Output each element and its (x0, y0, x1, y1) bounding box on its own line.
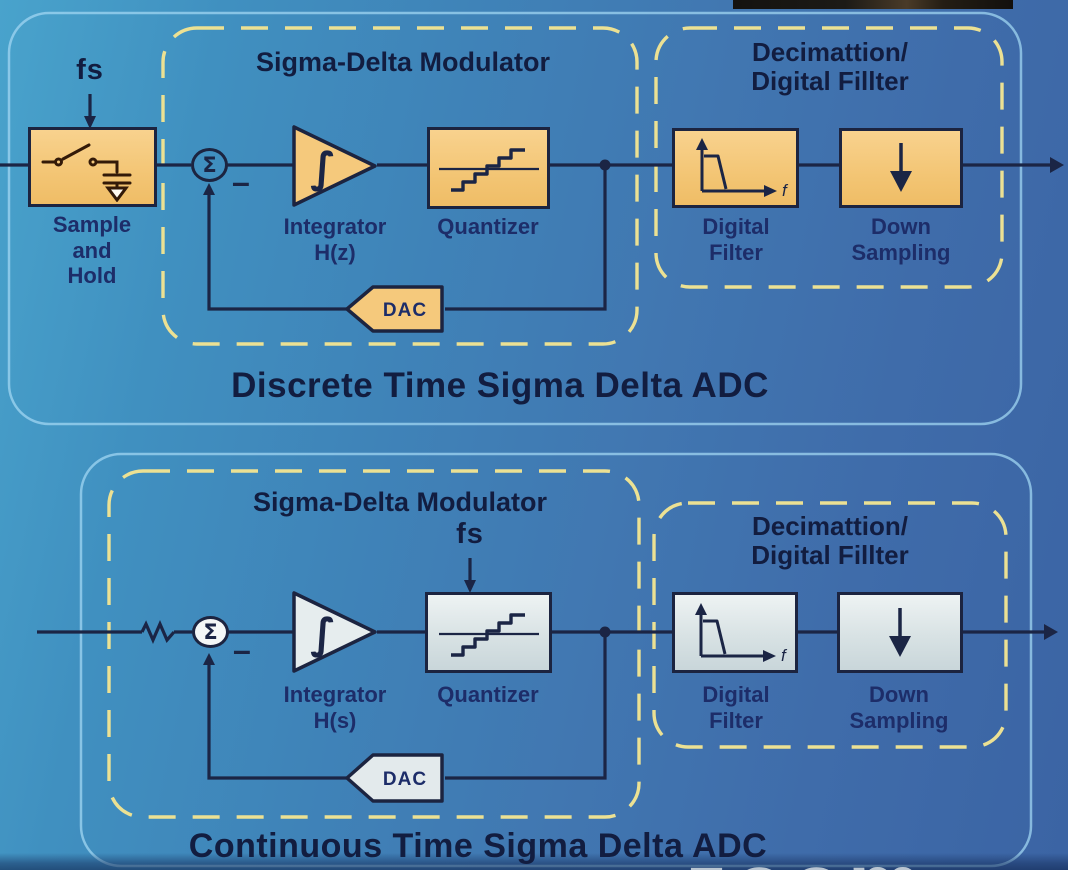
continuous-down-sampling-label: Down Sampling (831, 682, 967, 733)
discrete-modulator-dashed-box (161, 26, 639, 346)
discrete-feedback-arrowhead (203, 183, 215, 195)
continuous-quantizer-block (425, 592, 552, 673)
down-arrow-icon (890, 143, 912, 192)
discrete-sigma-symbol: Σ (202, 153, 217, 177)
continuous-summing-junction: Σ (192, 616, 229, 648)
continuous-decimation-title-line2: Digital Fillter (751, 540, 909, 571)
continuous-feedback-arrowhead (203, 653, 215, 665)
continuous-quantizer-label: Quantizer (437, 682, 539, 707)
discrete-integrator-block: ∫ (292, 125, 377, 207)
discrete-quantizer-block (427, 127, 550, 209)
continuous-integrator-label-line2: H(s) (313, 707, 357, 733)
discrete-fs-label: fs (76, 54, 104, 86)
discrete-decimation-title-line2: Digital Fillter (751, 66, 909, 97)
continuous-digital-filter-label-line2: Filter (709, 707, 763, 733)
discrete-panel-border (7, 11, 1023, 426)
discrete-output-arrowhead (1050, 157, 1064, 173)
discrete-integral-symbol: ∫ (310, 143, 336, 192)
discrete-fs-arrowhead (84, 116, 96, 129)
continuous-integral-symbol: ∫ (310, 609, 336, 658)
continuous-branch-dot (599, 626, 611, 638)
continuous-minus-sign: – (233, 632, 251, 668)
continuous-decimation-title-line1: Decimattion/ (751, 511, 909, 541)
lowpass-response-icon: f (695, 138, 789, 200)
continuous-frequency-axis-label: f (781, 646, 788, 665)
discrete-modulator-title: Sigma-Delta Modulator (255, 47, 551, 77)
continuous-down-sampling-block (837, 592, 963, 673)
continuous-decimation-title: Decimattion/ Digital Fillter (672, 511, 988, 571)
continuous-fs-label: fs (456, 518, 484, 550)
discrete-integrator-label-line2: H(z) (314, 239, 356, 265)
top-edge-artifact (733, 0, 1013, 9)
continuous-output-arrowhead (1044, 624, 1058, 640)
continuous-sigma-symbol: Σ (203, 620, 218, 644)
discrete-minus-sign: – (232, 164, 250, 200)
continuous-decimation-dashed-box (652, 501, 1008, 749)
bottom-shade-band (0, 853, 1068, 870)
discrete-dac-label: DAC (383, 300, 427, 321)
continuous-integrator-label: Integrator H(s) (265, 682, 405, 733)
sample-hold-label-line3: Hold (67, 263, 117, 289)
sample-hold-icon (41, 143, 131, 202)
discrete-down-sampling-label: Down Sampling (833, 214, 969, 265)
discrete-down-sampling-label-line1: Down (871, 214, 931, 239)
discrete-decimation-title: Decimattion/ Digital Fillter (672, 37, 988, 97)
continuous-dac-label: DAC (383, 769, 427, 790)
continuous-integrator-label-line1: Integrator (283, 682, 387, 707)
discrete-quantizer-label: Quantizer (437, 214, 539, 239)
discrete-down-sampling-label-line2: Sampling (851, 239, 951, 265)
continuous-signal-path (37, 558, 1046, 780)
discrete-frequency-axis-label: f (782, 181, 789, 200)
discrete-digital-filter-label: Digital Filter (665, 214, 807, 265)
continuous-digital-filter-label-line1: Digital (702, 682, 770, 707)
discrete-digital-filter-label-line1: Digital (702, 214, 770, 239)
sample-hold-label-line2: and (72, 237, 112, 263)
discrete-decimation-dashed-box (654, 26, 1004, 289)
continuous-modulator-dashed-box (107, 469, 641, 819)
sample-hold-label-line1: Sample (52, 212, 132, 237)
continuous-adc-title: Continuous Time Sigma Delta ADC (188, 827, 768, 865)
continuous-down-sampling-label-line1: Down (869, 682, 929, 707)
staircase-icon (438, 612, 539, 657)
continuous-digital-filter-label: Digital Filter (665, 682, 807, 733)
continuous-digital-filter-block: f (672, 592, 798, 673)
discrete-digital-filter-block: f (672, 128, 799, 208)
discrete-integrator-label-line1: Integrator (283, 214, 387, 239)
discrete-signal-path (0, 94, 1052, 311)
discrete-adc-title: Discrete Time Sigma Delta ADC (231, 366, 769, 405)
discrete-down-sampling-block (839, 128, 963, 208)
continuous-fs-arrowhead (464, 580, 476, 593)
discrete-decimation-title-line1: Decimattion/ (751, 37, 909, 67)
watermark-text: zoom (686, 843, 928, 870)
discrete-branch-dot (599, 159, 611, 171)
discrete-dac-block: DAC (345, 285, 444, 333)
sample-hold-label: Sample and Hold (11, 212, 173, 289)
discrete-summing-junction: Σ (191, 148, 228, 182)
continuous-down-sampling-label-line2: Sampling (849, 707, 949, 733)
continuous-modulator-title: Sigma-Delta Modulator (252, 487, 548, 517)
sample-hold-block (28, 127, 157, 207)
discrete-digital-filter-label-line2: Filter (709, 239, 763, 265)
down-arrow-icon (889, 607, 911, 657)
continuous-integrator-block: ∫ (292, 591, 377, 673)
discrete-integrator-label: Integrator H(z) (265, 214, 405, 265)
lowpass-response-icon: f (695, 602, 788, 665)
staircase-icon (438, 148, 539, 192)
continuous-dac-block: DAC (345, 753, 444, 803)
